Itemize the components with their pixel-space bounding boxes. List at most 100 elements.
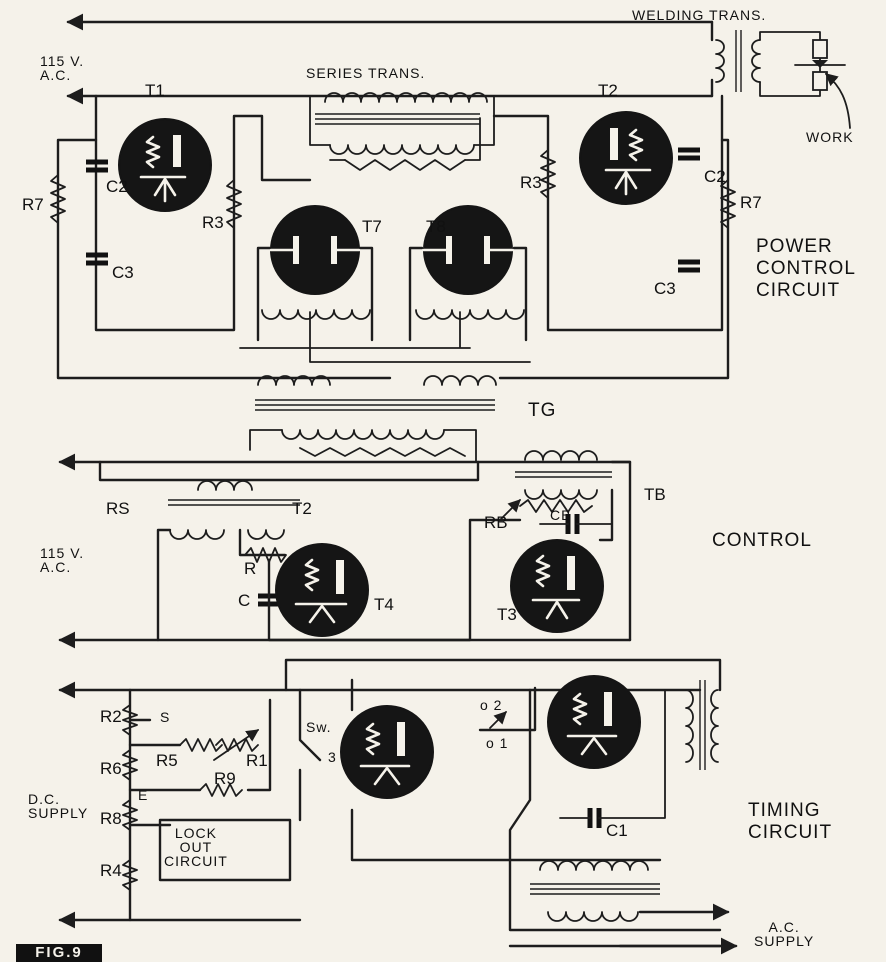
r7-right-label: R7 bbox=[740, 193, 762, 212]
r8-label: R8 bbox=[100, 809, 122, 828]
r6-label: R6 bbox=[100, 759, 122, 778]
timing-supply-transformer bbox=[508, 860, 738, 955]
lockout-label: LOCK OUT CIRCUIT bbox=[164, 825, 228, 869]
r3-right-label: R3 bbox=[520, 173, 542, 192]
r4-label: R4 bbox=[100, 861, 122, 880]
r6-resistor bbox=[122, 749, 138, 781]
wire-r-lead bbox=[238, 528, 287, 557]
wire-r9 bbox=[128, 698, 272, 792]
t2-label: T2 bbox=[598, 81, 618, 100]
wire-r7-left bbox=[56, 138, 392, 380]
ac-top-label: 115 V. A.C. bbox=[40, 53, 85, 83]
tube-t8 bbox=[422, 205, 514, 295]
pos2-label: o 2 bbox=[480, 697, 503, 713]
c3-left-label: C3 bbox=[112, 263, 134, 282]
series-transformer bbox=[309, 92, 495, 171]
r7-left-label: R7 bbox=[22, 195, 44, 214]
wire-r7-right bbox=[498, 138, 730, 380]
ac-supply-label: A.C. SUPPLY bbox=[754, 919, 815, 949]
sw-pos-label: 3 bbox=[328, 749, 337, 765]
r2-label: R2 bbox=[100, 707, 122, 726]
wire-right-network bbox=[492, 94, 724, 332]
tg-transformer bbox=[249, 375, 497, 463]
r4-resistor bbox=[122, 859, 138, 891]
r1-label: R1 bbox=[246, 751, 268, 770]
r3-right-resistor bbox=[540, 149, 556, 199]
timing-circuit bbox=[58, 658, 738, 955]
wire-t7-loop bbox=[256, 246, 374, 342]
r-label: R bbox=[244, 559, 257, 578]
wire-t2-left bbox=[156, 528, 172, 642]
c1-label: C1 bbox=[606, 821, 628, 840]
pos1-label: o 1 bbox=[486, 735, 509, 751]
tb-transformer bbox=[499, 450, 632, 642]
r1-adjust-arrow bbox=[213, 729, 260, 761]
control-circuit bbox=[58, 450, 632, 649]
tube-t7 bbox=[269, 205, 361, 295]
rb-label: RB bbox=[484, 513, 508, 532]
tube-timing-right bbox=[547, 675, 641, 769]
t2-control-winding-a bbox=[169, 529, 225, 540]
wire-switch-2 bbox=[478, 686, 537, 732]
t8-label: T8 bbox=[426, 217, 446, 236]
wire-t8-loop bbox=[408, 246, 528, 342]
wire-timing-tube-left bbox=[350, 678, 662, 862]
welding-trans-label: WELDING TRANS. bbox=[632, 7, 767, 23]
t1-label: T1 bbox=[145, 81, 165, 100]
work-label: WORK bbox=[806, 129, 854, 145]
tb-label: TB bbox=[644, 485, 666, 504]
wire-tg-leads bbox=[239, 311, 531, 363]
power-control-label: POWER CONTROL CIRCUIT bbox=[756, 236, 856, 301]
wire-rs-loop bbox=[98, 460, 480, 482]
tube-t1 bbox=[118, 118, 212, 212]
r7-left-resistor bbox=[50, 174, 66, 224]
e-label: E bbox=[138, 787, 149, 803]
t2-control-winding-b bbox=[247, 529, 285, 540]
lockout-box bbox=[158, 818, 292, 882]
c2-right-label: C2 bbox=[704, 167, 726, 186]
switch-arrow bbox=[489, 711, 507, 729]
figure-badge: FIG.9 bbox=[16, 944, 102, 962]
wire-timing-top bbox=[284, 658, 722, 692]
switch-sw bbox=[298, 688, 322, 822]
r5-label: R5 bbox=[156, 751, 178, 770]
r9-resistor bbox=[199, 783, 243, 797]
r8-resistor bbox=[122, 799, 138, 831]
t8-winding bbox=[415, 309, 525, 320]
control-label: CONTROL bbox=[712, 530, 812, 551]
t2-control-label: T2 bbox=[292, 499, 312, 518]
t7-label: T7 bbox=[362, 217, 382, 236]
wire-left-network bbox=[94, 94, 312, 332]
r-resistor bbox=[244, 547, 287, 563]
welding-transformer bbox=[715, 30, 851, 129]
tube-timing-left bbox=[340, 705, 434, 799]
tube-t3 bbox=[510, 539, 604, 633]
series-trans-label: SERIES TRANS. bbox=[306, 65, 426, 81]
rs-label: RS bbox=[106, 499, 130, 518]
rs-winding bbox=[197, 480, 253, 491]
cb-label: CB bbox=[550, 507, 572, 523]
tube-t2 bbox=[579, 111, 673, 205]
ac-mid-label: 115 V. A.C. bbox=[40, 545, 85, 575]
t3-label: T3 bbox=[497, 605, 517, 624]
power-control-circuit bbox=[50, 13, 851, 463]
sw-label: Sw. bbox=[306, 719, 332, 735]
timing-output-transformer bbox=[685, 680, 719, 770]
tube-t4 bbox=[275, 543, 369, 637]
wire-timing-ac bbox=[508, 688, 722, 932]
r7-right-resistor bbox=[720, 179, 736, 229]
c2-left-label: C2 bbox=[106, 177, 128, 196]
s-label: S bbox=[160, 709, 171, 725]
tg-label: TG bbox=[528, 400, 557, 421]
r3-left-resistor bbox=[226, 179, 242, 229]
wire-taps bbox=[128, 718, 172, 827]
timing-circuit-label: TIMING CIRCUIT bbox=[748, 800, 833, 843]
r2-resistor bbox=[122, 704, 138, 736]
t4-label: T4 bbox=[374, 595, 394, 614]
t7-winding bbox=[261, 309, 371, 320]
r5-resistor bbox=[179, 738, 223, 752]
c3-right-label: C3 bbox=[654, 279, 676, 298]
wire-c1 bbox=[559, 689, 666, 819]
